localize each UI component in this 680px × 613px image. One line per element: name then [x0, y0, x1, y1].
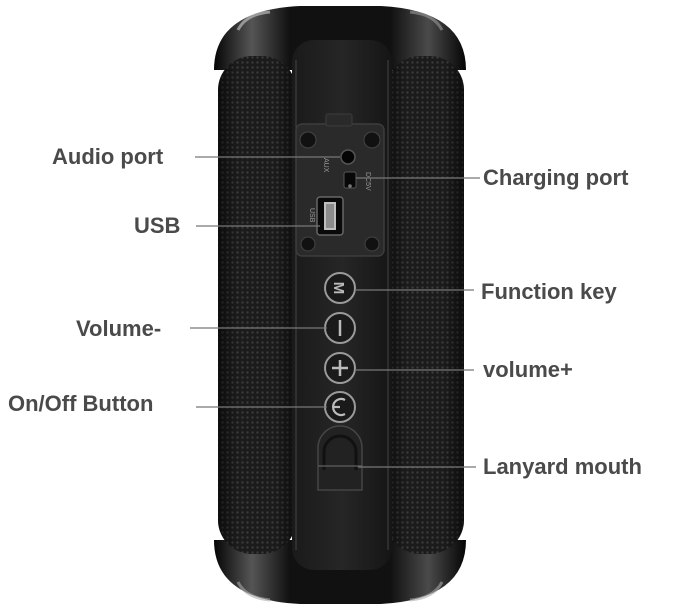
label-usb: USB [134, 213, 181, 238]
bottom-cap [214, 540, 466, 604]
leader-lines [190, 156, 480, 468]
label-on-off-button: On/Off Button [8, 391, 154, 416]
audio-jack [340, 149, 356, 165]
lanyard-loop [317, 425, 363, 491]
usb-marking: USB [308, 208, 315, 223]
power-button [324, 391, 356, 423]
dc5v-marking: DC5V [364, 172, 371, 191]
label-lanyard-mouth: Lanyard mouth [483, 454, 642, 479]
top-cap [214, 6, 466, 70]
volume-minus-button [324, 312, 356, 344]
label-function-key: Function key [481, 279, 617, 304]
label-volume-minus: Volume- [76, 316, 162, 341]
charging-socket [343, 171, 357, 189]
label-volume-plus: volume+ [483, 357, 573, 382]
volume-plus-button [324, 352, 356, 384]
mode-button: M [324, 272, 356, 304]
aux-marking: AUX [322, 158, 329, 173]
svg-text:M: M [330, 282, 347, 295]
label-charging-port: Charging port [483, 165, 629, 190]
label-audio-port: Audio port [52, 144, 164, 169]
